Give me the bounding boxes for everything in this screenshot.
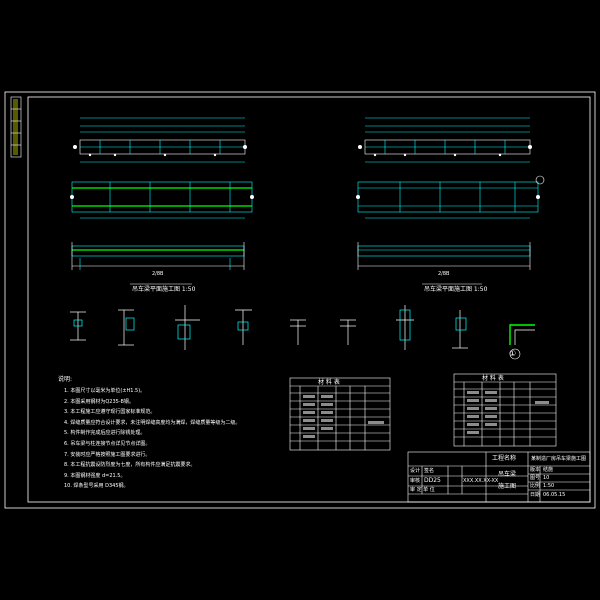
note-item: 4. 焊缝质量应符合设计要求，未注明焊缝高度均为满焊，焊缝质量等级为二级。 — [64, 419, 241, 426]
right-material-table-grid — [453, 373, 557, 447]
notes-heading: 说明: — [58, 376, 73, 383]
left-table-title: 材 料 表 — [318, 379, 340, 386]
scale-label: 比例 — [530, 483, 541, 489]
note-item: 3. 本工程施工应遵守现行国家标准规范。 — [64, 409, 156, 416]
binding-strip — [10, 96, 22, 158]
left-beam-elevation — [71, 117, 253, 270]
section-details — [70, 305, 535, 350]
inner-frame — [27, 96, 591, 503]
right-table-title: 材 料 表 — [482, 375, 504, 382]
right-axis-label: 2/8B — [438, 271, 450, 277]
table-cell-fills — [303, 391, 549, 438]
scale-value: 1:50 — [543, 483, 555, 489]
number-label: 图号 — [530, 475, 541, 481]
designer-label: 设计 — [410, 468, 421, 474]
note-item: 2. 本图采用钢材为Q235-B钢。 — [64, 398, 134, 405]
company-code: DD25 — [424, 477, 441, 484]
project-name: 某制造厂房吊车梁施工图 — [531, 456, 587, 462]
date-label: 日期 — [530, 492, 541, 498]
notes-list: 1. 本图尺寸以毫米为单位(±H1.5)。 2. 本图采用钢材为Q235-B钢。… — [64, 386, 269, 492]
checker-label: 审核 — [410, 478, 421, 484]
right-beam-elevation — [357, 117, 539, 270]
left-view-caption: 吊车梁平面施工图 1:50 — [132, 286, 196, 293]
number-value: 10 — [543, 475, 550, 481]
detail-marker: ① — [509, 349, 517, 358]
drawing-title-1: 吊车梁 — [498, 471, 517, 478]
bottom-left-label: 审 定 单 位 — [410, 487, 435, 493]
version-label: 版本 — [530, 467, 541, 473]
code1: XXX.XX.XX-XX — [463, 478, 499, 484]
right-markers — [356, 145, 545, 199]
designer-name: 签名 — [424, 468, 435, 474]
drawing-title-2: 施工图 — [498, 483, 517, 490]
note-item: 7. 安装时应严格按照施工图要求进行。 — [64, 451, 151, 458]
title-block-grid — [407, 451, 591, 503]
note-item: 5. 构件制作完成后应进行除锈处理。 — [64, 430, 146, 437]
left-axis-label: 2/8B — [152, 271, 164, 277]
left-markers — [70, 145, 254, 199]
detail-marker-circle — [509, 348, 521, 360]
note-item: 1. 本图尺寸以毫米为单位(±H1.5)。 — [64, 388, 146, 394]
outer-frame — [4, 91, 596, 509]
version-value: 结施 — [543, 467, 554, 473]
right-view-caption: 吊车梁平面施工图 1:50 — [424, 286, 488, 293]
note-item: 8. 本工程抗震设防烈度为七度，所有构件应满足抗震要求。 — [64, 462, 196, 469]
project-label: 工程名称 — [492, 455, 517, 462]
note-item: 6. 吊车梁与柱连接节点详见节点详图。 — [64, 440, 151, 447]
note-item: 9. 本图钢材强度 d=21.5。 — [64, 472, 126, 479]
date-value: 06.05.15 — [543, 492, 566, 498]
left-material-table-grid — [289, 377, 391, 451]
note-item: 10. 焊条型号采用 D345钢。 — [64, 483, 129, 490]
